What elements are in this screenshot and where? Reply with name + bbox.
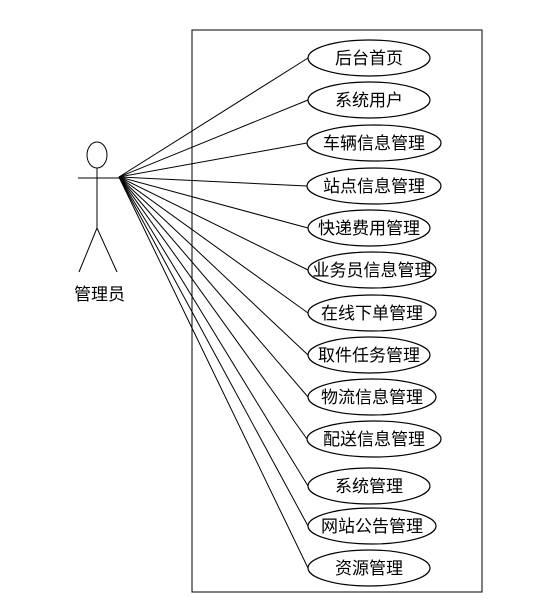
use-case-ellipse	[307, 39, 431, 77]
use-case-label: 取件任务管理	[318, 346, 420, 366]
use-case: 系统用户	[307, 81, 431, 119]
use-case: 物流信息管理	[307, 378, 437, 416]
use-case-ellipse	[306, 124, 442, 162]
association-lines	[118, 57, 309, 569]
use-case: 配送信息管理	[306, 420, 442, 458]
use-case-ellipse	[306, 420, 442, 458]
association-line	[118, 176, 308, 187]
use-case-ellipse	[307, 336, 431, 374]
use-case-label: 系统管理	[335, 477, 403, 497]
use-case-label: 配送信息管理	[323, 430, 425, 450]
association-line	[118, 176, 309, 487]
association-line	[118, 176, 309, 527]
use-case-label: 快递费用管理	[318, 219, 420, 239]
association-line	[118, 176, 308, 440]
actor-figure	[78, 141, 119, 273]
use-case-ellipse	[307, 467, 431, 505]
use-case-label: 资源管理	[335, 559, 403, 579]
use-case-ellipse	[307, 251, 437, 289]
use-case: 站点信息管理	[306, 167, 442, 205]
use-case-ellipse	[307, 294, 437, 332]
use-case-label: 站点信息管理	[323, 177, 425, 197]
use-case-label: 业务员信息管理	[313, 261, 432, 281]
use-case: 车辆信息管理	[306, 124, 442, 162]
use-case-label: 网站公告管理	[321, 517, 423, 537]
association-line	[118, 99, 309, 178]
association-line	[118, 176, 309, 271]
use-case-ellipse	[307, 209, 431, 247]
use-case: 系统管理	[307, 467, 431, 505]
association-line	[118, 176, 309, 356]
use-case-label: 物流信息管理	[321, 388, 423, 408]
association-line	[118, 142, 308, 178]
use-case-ellipse	[307, 81, 431, 119]
use-case-label: 在线下单管理	[321, 304, 423, 324]
actor-right-leg	[96, 227, 118, 273]
use-case: 取件任务管理	[307, 336, 431, 374]
use-case: 在线下单管理	[307, 294, 437, 332]
use-case: 快递费用管理	[307, 209, 431, 247]
association-line	[118, 176, 309, 569]
use-case: 后台首页	[307, 39, 431, 77]
association-line	[118, 176, 309, 314]
use-case-ellipse	[307, 507, 437, 545]
use-case-ellipse	[306, 167, 442, 205]
use-case-label: 系统用户	[335, 91, 403, 111]
association-line	[118, 176, 309, 398]
use-case: 业务员信息管理	[307, 251, 437, 289]
use-case-label: 车辆信息管理	[323, 134, 425, 154]
association-line	[118, 176, 309, 229]
actor-label: 管理员	[74, 285, 125, 305]
use-case-ellipse	[307, 378, 437, 416]
actor-head	[86, 141, 108, 169]
use-case-ellipse	[307, 549, 431, 587]
use-cases: 后台首页系统用户车辆信息管理站点信息管理快递费用管理业务员信息管理在线下单管理取…	[306, 39, 442, 587]
use-case: 资源管理	[307, 549, 431, 587]
association-line	[118, 57, 309, 178]
actor-left-leg	[78, 227, 98, 273]
use-case-label: 后台首页	[335, 49, 403, 69]
use-case: 网站公告管理	[307, 507, 437, 545]
